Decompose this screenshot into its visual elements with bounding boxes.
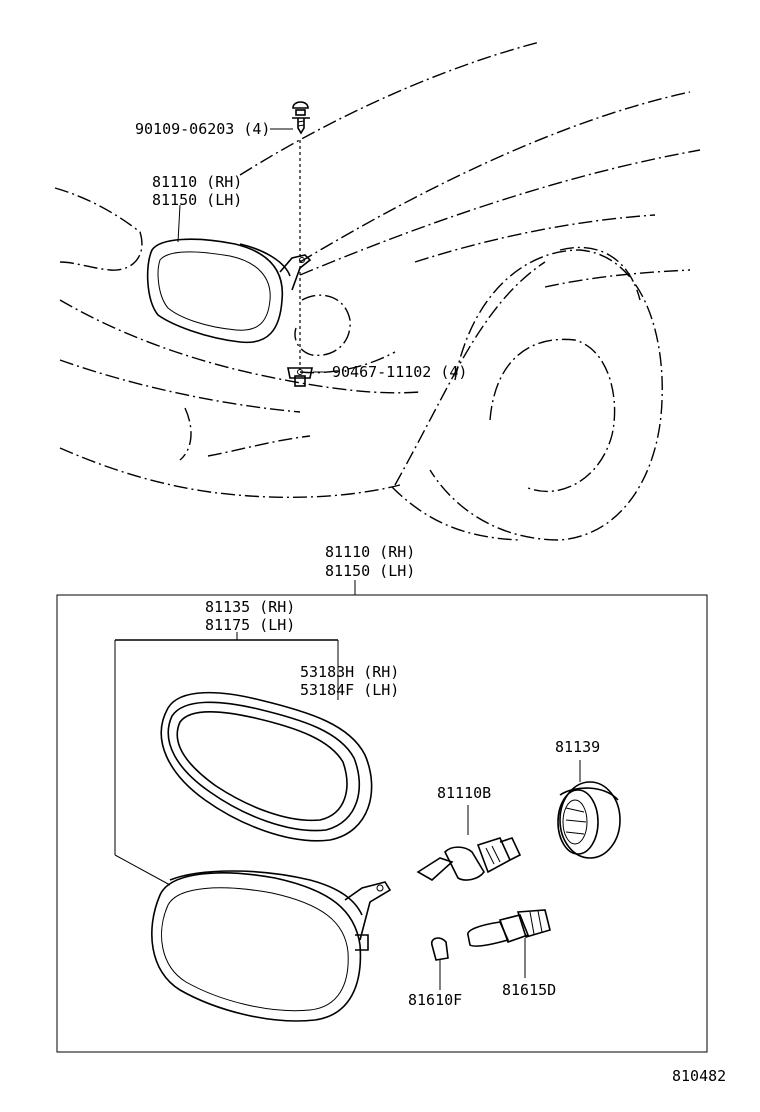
- label-bulb-small: 81610F: [408, 991, 462, 1009]
- fog-lamp-body: [151, 870, 392, 1022]
- label-lens-rh: 81135 (RH): [205, 598, 295, 616]
- label-assy-lh: 81150 (LH): [325, 562, 415, 580]
- bulb-socket-part: [467, 909, 551, 978]
- label-gasket-rh: 53183H (RH): [300, 663, 399, 681]
- vehicle-body-outline: [54, 41, 701, 541]
- screw-part: [270, 101, 310, 135]
- label-bulb-socket: 81615D: [502, 981, 556, 999]
- label-gasket-lh: 53184F (LH): [300, 681, 399, 699]
- assembly-frame: [56, 594, 708, 1053]
- label-assy-rh: 81110 (RH): [325, 543, 415, 561]
- label-lamp-top-rh: 81110 (RH): [152, 173, 242, 191]
- bulb-main-part: [416, 837, 522, 881]
- socket-part: [557, 781, 621, 859]
- label-nut: 90467-11102 (4): [332, 363, 467, 381]
- label-bulb-main: 81110B: [437, 784, 491, 802]
- label-socket: 81139: [555, 738, 600, 756]
- gasket-part: [160, 691, 373, 842]
- drawing-number: 810482: [672, 1067, 726, 1085]
- label-screw: 90109-06203 (4): [135, 120, 270, 138]
- label-lens-lh: 81175 (LH): [205, 616, 295, 634]
- lens-bracket: [114, 632, 339, 886]
- bulb-small-part: [430, 937, 449, 990]
- label-lamp-top-lh: 81150 (LH): [152, 191, 242, 209]
- fog-lamp-installed: [146, 204, 312, 344]
- clip-nut-part: [287, 367, 330, 387]
